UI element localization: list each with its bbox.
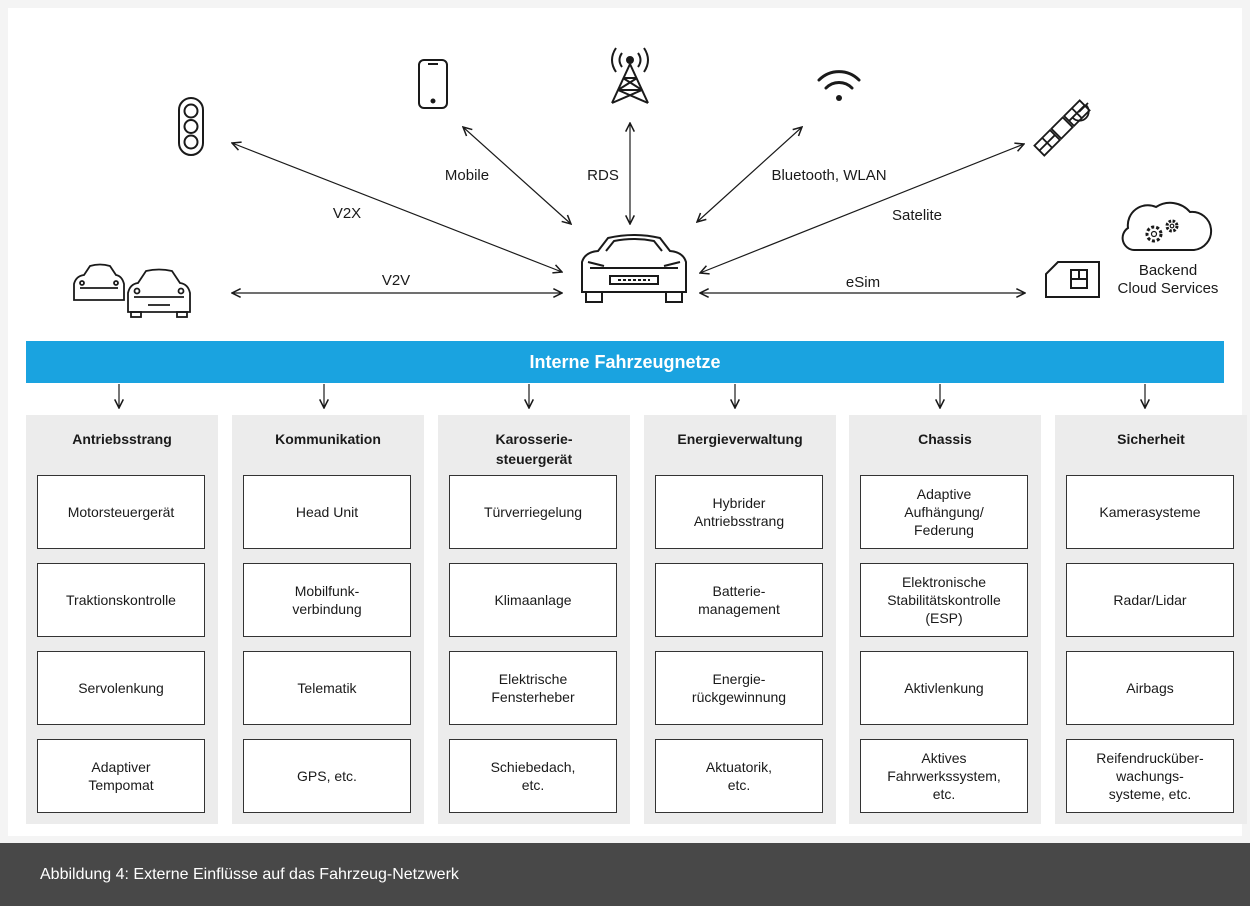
link-label-v2x: V2X [332,205,362,222]
column-energieverwaltung: Energieverwaltung Hybrider Antriebsstran… [644,415,836,824]
column-title: Antriebsstrang [72,431,172,447]
component-box: Adaptiver Tempomat [37,739,205,813]
backend-line-2: Cloud Services [1117,280,1219,297]
column-antriebsstrang: Antriebsstrang Motorsteuergerät Traktion… [26,415,218,824]
link-label-bluetooth: Bluetooth, WLAN [771,167,887,184]
link-label-satelite: Satelite [891,207,943,224]
component-box: Adaptive Aufhängung/ Federung [860,475,1028,549]
column-title: Sicherheit [1117,431,1185,447]
column-title: Karosserie- steuergerät [495,431,573,467]
component-box: Aktuatorik, etc. [655,739,823,813]
component-box: Airbags [1066,651,1234,725]
column-title: Energieverwaltung [677,431,803,447]
wifi-icon [817,70,861,101]
link-label-v2v: V2V [381,272,411,289]
link-label-rds: RDS [587,167,619,184]
component-box: Reifendrucküber- wachungs- systeme, etc. [1066,739,1234,813]
column-title: Chassis [918,431,972,447]
satelite-arrow [700,144,1024,273]
column-sicherheit: Sicherheit Kamerasysteme Radar/Lidar Air… [1055,415,1247,824]
cloud-gears-icon [1121,201,1213,251]
sim-card-icon [1045,261,1100,298]
link-label-mobile: Mobile [444,167,490,184]
traffic-light-icon [178,97,204,156]
smartphone-icon [418,59,448,109]
component-box: Hybrider Antriebsstrang [655,475,823,549]
component-box: Schiebedach, etc. [449,739,617,813]
component-box: Servolenkung [37,651,205,725]
component-box: Radar/Lidar [1066,563,1234,637]
column-chassis: Chassis Adaptive Aufhängung/ Federung El… [849,415,1041,824]
component-box: Batterie- management [655,563,823,637]
two-cars-icon [73,263,191,318]
link-label-esim: eSim [845,274,881,291]
backend-line-1: Backend [1138,262,1198,279]
component-box: Mobilfunk- verbindung [243,563,411,637]
mobile-arrow [463,127,571,224]
component-box: Motorsteuergerät [37,475,205,549]
component-box: Klimaanlage [449,563,617,637]
figure-caption: Abbildung 4: Externe Einflüsse auf das F… [0,843,1250,906]
component-box: Traktionskontrolle [37,563,205,637]
component-box: Aktivlenkung [860,651,1028,725]
backend-label: Backend Cloud Services [1108,262,1228,298]
internal-networks-band: Interne Fahrzeugnetze [26,341,1224,383]
component-box: Head Unit [243,475,411,549]
component-box: Elektronische Stabilitätskontrolle (ESP) [860,563,1028,637]
component-box: Elektrische Fensterheber [449,651,617,725]
column-karosseriesteuergeraet: Karosserie- steuergerät Türverriegelung … [438,415,630,824]
component-box: GPS, etc. [243,739,411,813]
component-box: Telematik [243,651,411,725]
satellite-icon [1033,99,1091,157]
component-box: Kamerasysteme [1066,475,1234,549]
column-title: Kommunikation [275,431,381,447]
car-icon [581,234,687,303]
component-box: Türverriegelung [449,475,617,549]
v2x-arrow [232,143,562,272]
column-kommunikation: Kommunikation Head Unit Mobilfunk- verbi… [232,415,424,824]
component-box: Energie- rückgewinnung [655,651,823,725]
component-box: Aktives Fahrwerkssystem, etc. [860,739,1028,813]
radio-tower-icon [611,47,649,104]
